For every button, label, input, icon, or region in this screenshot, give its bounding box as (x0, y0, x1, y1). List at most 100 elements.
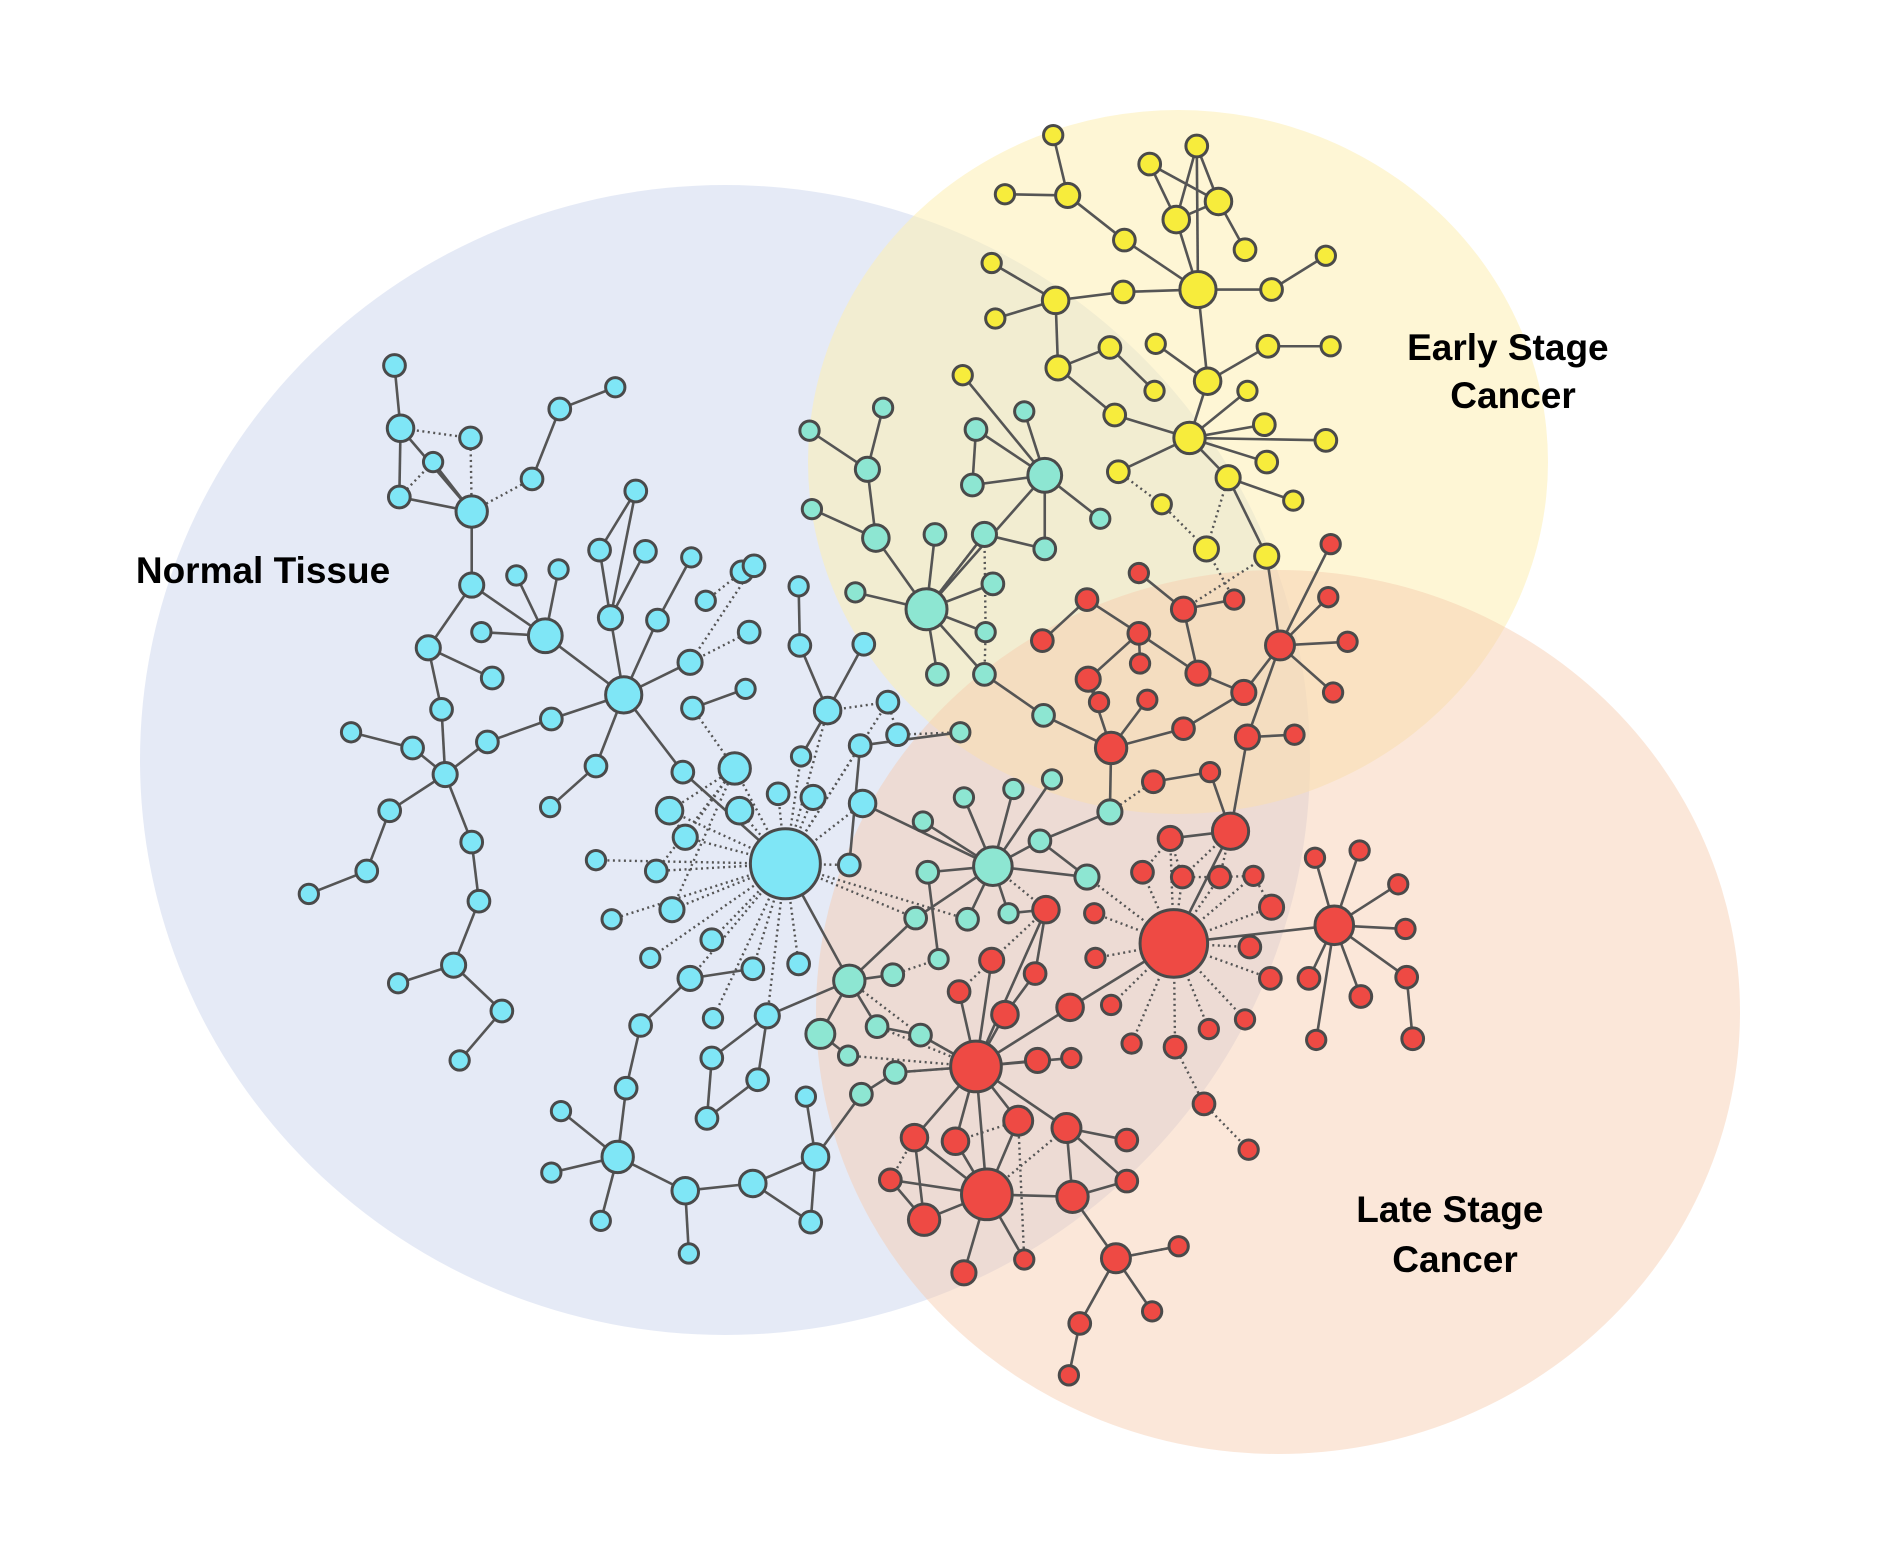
transition-network-node (972, 845, 1014, 888)
network-edge (609, 490, 638, 618)
early-network-node (1251, 412, 1277, 438)
normal-network-node (377, 798, 403, 824)
late-network-node (1114, 1168, 1140, 1194)
early-network-node (1203, 186, 1234, 217)
late-network-node (946, 979, 972, 1005)
transition-network-node (800, 497, 824, 521)
normal-network-node (670, 1175, 701, 1206)
late-network-node (990, 999, 1020, 1030)
transition-network-node (1026, 456, 1064, 494)
transition-network-node (1096, 798, 1124, 826)
late-network-node (1093, 730, 1129, 766)
normal-network-node (623, 478, 649, 504)
normal-network-node (885, 722, 910, 748)
late-network-node (1013, 1248, 1036, 1271)
transition-network-node (849, 1081, 874, 1107)
normal-network-node (794, 1085, 818, 1108)
late-network-node (949, 1039, 1003, 1094)
normal-network-node (699, 1045, 725, 1071)
late-network-node (1296, 966, 1322, 991)
late-network-node (1233, 1008, 1257, 1031)
network-edge (671, 862, 786, 911)
normal-network-node (466, 888, 492, 914)
normal-network-node (454, 494, 489, 529)
normal-network-node (386, 972, 410, 995)
late-network-node (1207, 864, 1233, 890)
early-network-node (1259, 277, 1284, 302)
normal-network-node (645, 607, 670, 633)
normal-network-node (600, 1139, 635, 1175)
early-network-node (1137, 151, 1163, 177)
early-network-node (1110, 279, 1136, 305)
network-edge (1189, 436, 1326, 442)
normal-network-node (789, 745, 813, 768)
late-network-node (950, 1259, 978, 1287)
normal-network-node (604, 376, 627, 399)
normal-network-node (753, 1002, 781, 1030)
early-network-node (1044, 354, 1072, 382)
late-network-node (1128, 652, 1152, 675)
normal-network-node (676, 964, 704, 992)
early-network-node (1282, 489, 1305, 512)
late-network-node (906, 1202, 942, 1237)
late-stage-label-line-2: Cancer (1392, 1239, 1517, 1280)
late-network-node (1029, 628, 1055, 653)
late-network-node (1162, 1034, 1188, 1060)
network-edge (1017, 1120, 1026, 1260)
transition-network-node (915, 859, 941, 885)
early-network-node (1192, 535, 1220, 563)
transition-network-node (804, 1017, 837, 1050)
normal-network-node (701, 1007, 725, 1030)
normal-network-node (538, 795, 562, 819)
early-network-node (984, 307, 1007, 330)
transition-network-node (836, 1044, 860, 1067)
normal-network-node (670, 759, 696, 785)
network-edge (848, 979, 922, 1037)
network-edge (669, 809, 786, 865)
network-edge (958, 959, 993, 993)
late-network-node (1136, 688, 1159, 711)
late-network-node (1348, 839, 1371, 862)
normal-network-node (549, 1099, 573, 1123)
normal-network-node (382, 353, 407, 378)
early-network-node (1253, 542, 1281, 570)
late-network-node (1257, 893, 1286, 921)
transition-network-node (974, 621, 997, 644)
early-network-node (1314, 244, 1337, 267)
late-network-node (1126, 621, 1152, 646)
late-network-node (899, 1122, 930, 1153)
early-network-node (1097, 335, 1123, 360)
network-edge (1172, 876, 1221, 945)
late-network-node (1023, 1046, 1052, 1074)
normal-network-node (694, 589, 717, 612)
early-network-node (1054, 181, 1082, 210)
late-network-node (1348, 984, 1374, 1009)
normal-network-node (671, 823, 699, 851)
normal-network-node (740, 956, 766, 982)
normal-network-node (297, 882, 320, 906)
normal-network-node (798, 1209, 824, 1235)
late-network-node (1387, 873, 1410, 896)
normal-network-node (875, 689, 901, 715)
late-network-node (1140, 769, 1166, 795)
transition-network-node (963, 417, 989, 442)
normal-network-node (596, 604, 625, 632)
normal-network-node (847, 733, 873, 758)
late-network-node (1138, 908, 1210, 979)
early-network-node (993, 183, 1017, 206)
transition-network-node (927, 947, 950, 971)
early-network-node (1144, 332, 1167, 355)
early-network-node (1161, 204, 1192, 235)
late-network-node (1074, 665, 1102, 693)
transition-network-node (955, 906, 980, 932)
network-edge (961, 374, 1046, 477)
transition-network-node (864, 1014, 890, 1040)
normal-network-node (459, 829, 485, 855)
early-stage-label: Early Stage Cancer (1407, 327, 1619, 416)
late-stage-region (816, 570, 1740, 1454)
normal-network-node (694, 1105, 720, 1131)
early-network-node (1236, 379, 1259, 403)
network-edge (862, 802, 994, 868)
transition-network-node (844, 581, 867, 604)
normal-network-node (583, 753, 609, 779)
